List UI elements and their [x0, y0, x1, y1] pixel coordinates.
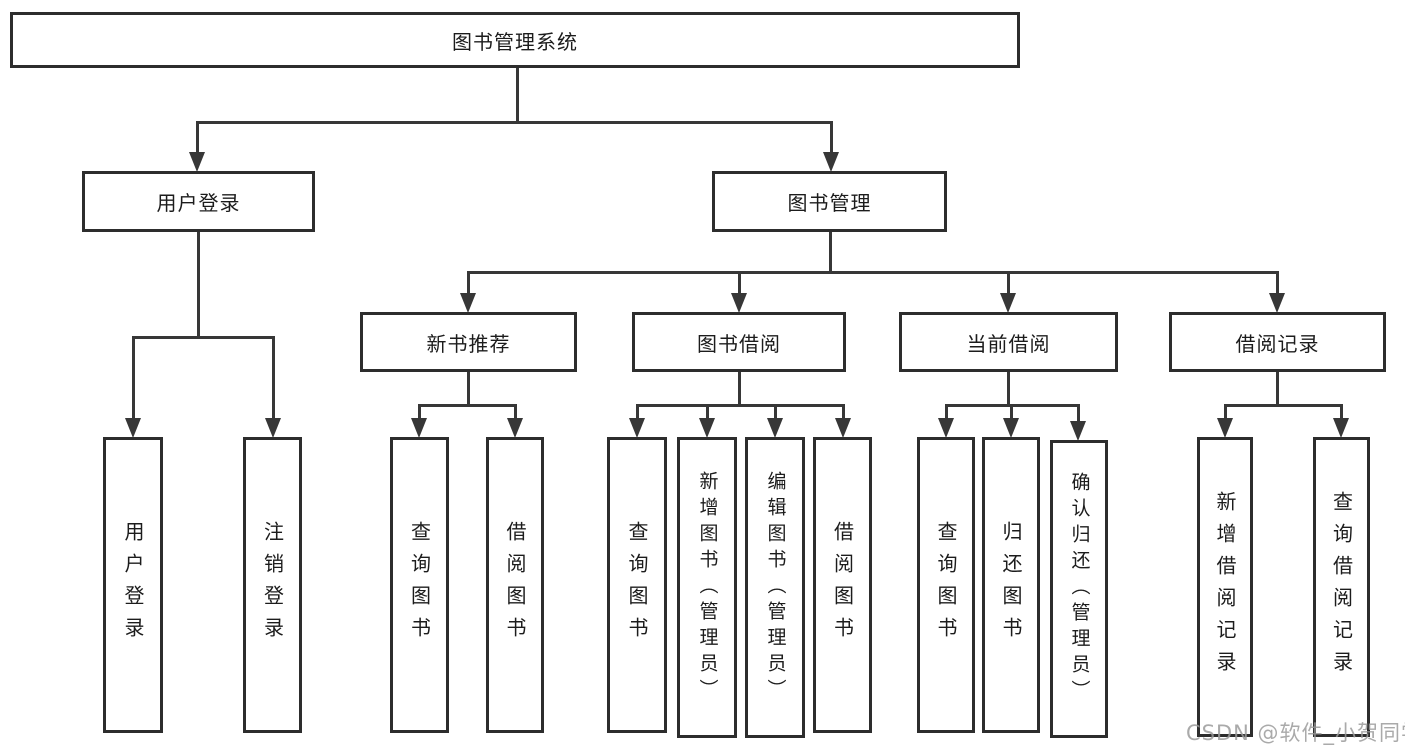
node-edit-book-admin-label: 编辑图书（管理员） [764, 470, 787, 705]
node-add-borrow-record: 新增借阅记录 [1197, 437, 1253, 737]
node-add-book-admin: 新增图书（管理员） [677, 437, 737, 738]
connector-user-login-hline [132, 336, 274, 339]
arrowhead-icon [699, 418, 715, 438]
node-add-book-admin-label: 新增图书（管理员） [696, 470, 719, 705]
arrowhead-user-login-icon [189, 152, 205, 172]
node-confirm-return-admin: 确认归还（管理员） [1050, 440, 1108, 738]
watermark: CSDN @软件_小贺同学 [1186, 721, 1405, 745]
arrowhead-borrow-records-icon [1269, 293, 1285, 313]
node-add-borrow-record-label: 新增借阅记录 [1213, 491, 1237, 683]
arrowhead-icon [767, 418, 783, 438]
node-user-login-leaf: 用户登录 [103, 437, 163, 733]
connector-leaf-line [842, 404, 845, 420]
connector-leaf-line [774, 404, 777, 420]
node-user-login-label: 用户登录 [156, 191, 241, 215]
node-query-books-current: 查询图书 [917, 437, 975, 733]
connector-leaf-line [706, 404, 709, 420]
node-new-book-recommend-label: 新书推荐 [426, 331, 511, 356]
node-book-borrow-label: 图书借阅 [697, 331, 781, 356]
node-user-login: 用户登录 [82, 171, 315, 232]
node-library-system-label: 图书管理系统 [452, 29, 578, 54]
node-query-books-recommend: 查询图书 [390, 437, 449, 733]
arrowhead-new-book-icon [460, 293, 476, 313]
connector-borrow-records-hline [1224, 404, 1343, 407]
node-new-book-recommend: 新书推荐 [360, 312, 577, 372]
node-return-book-label: 归还图书 [999, 521, 1023, 649]
node-query-borrow-record: 查询借阅记录 [1313, 437, 1370, 737]
arrowhead-current-borrow-icon [1000, 293, 1016, 313]
node-borrow-books-leaf: 借阅图书 [813, 437, 872, 733]
connector-leaf-line [1340, 404, 1343, 420]
connector-leaf-line [1077, 404, 1080, 423]
connector-book-mgmt-stub [829, 230, 832, 274]
arrowhead-icon [629, 418, 645, 438]
connector-to-logout-leaf [272, 336, 275, 421]
connector-new-book-stub [467, 370, 470, 407]
connector-to-user-login [196, 121, 199, 155]
node-logout-leaf-label: 注销登录 [260, 521, 285, 649]
connector-leaf-line [1224, 404, 1227, 420]
node-user-login-leaf-label: 用户登录 [121, 521, 145, 649]
connector-leaf-line [418, 404, 421, 420]
connector-leaf-line [636, 404, 639, 420]
arrowhead-logout-leaf-icon [265, 418, 281, 438]
node-current-borrow-label: 当前借阅 [966, 331, 1051, 356]
connector-to-login-leaf [132, 336, 135, 421]
arrowhead-icon [835, 418, 851, 438]
connector-current-borrow-stub [1007, 370, 1010, 407]
arrowhead-book-borrow-icon [731, 293, 747, 313]
node-query-books-borrow-label: 查询图书 [625, 521, 649, 649]
node-logout-leaf: 注销登录 [243, 437, 302, 733]
arrowhead-icon [1003, 418, 1019, 438]
node-book-management: 图书管理 [712, 171, 947, 232]
node-book-borrow: 图书借阅 [632, 312, 846, 372]
connector-root-stub [516, 66, 519, 123]
node-query-books-current-label: 查询图书 [934, 521, 958, 649]
connector-book-borrow-stub [738, 370, 741, 407]
arrowhead-book-management-icon [823, 152, 839, 172]
connector-user-login-stub [197, 230, 200, 338]
connector-to-borrow-records [1276, 271, 1279, 296]
node-book-management-label: 图书管理 [787, 191, 872, 215]
node-return-book: 归还图书 [982, 437, 1040, 733]
node-borrow-books-recommend: 借阅图书 [486, 437, 544, 733]
arrowhead-icon [1217, 418, 1233, 438]
connector-book-mgmt-hline [467, 271, 1279, 274]
arrowhead-icon [1333, 418, 1349, 438]
connector-borrow-records-stub [1276, 370, 1279, 407]
connector-new-book-hline [418, 404, 517, 407]
arrowhead-icon [507, 418, 523, 438]
connector-leaf-line [945, 404, 948, 420]
node-current-borrow: 当前借阅 [899, 312, 1118, 372]
connector-leaf-line [1010, 404, 1013, 420]
node-borrow-books-leaf-label: 借阅图书 [830, 521, 855, 649]
node-borrow-books-recommend-label: 借阅图书 [503, 521, 527, 649]
node-query-books-recommend-label: 查询图书 [407, 521, 432, 649]
connector-book-borrow-hline [636, 404, 845, 407]
node-borrow-records: 借阅记录 [1169, 312, 1386, 372]
node-borrow-records-label: 借阅记录 [1235, 331, 1320, 356]
connector-to-new-book [467, 271, 470, 296]
node-edit-book-admin: 编辑图书（管理员） [745, 437, 805, 738]
connector-to-book-management [830, 121, 833, 155]
connector-leaf-line [514, 404, 517, 420]
arrowhead-login-leaf-icon [125, 418, 141, 438]
connector-to-current-borrow [1007, 271, 1010, 296]
node-confirm-return-admin-label: 确认归还（管理员） [1068, 472, 1091, 706]
node-query-borrow-record-label: 查询借阅记录 [1329, 491, 1354, 683]
connector-root-hline [196, 121, 833, 124]
node-library-system: 图书管理系统 [10, 12, 1020, 68]
arrowhead-icon [1070, 421, 1086, 441]
arrowhead-icon [938, 418, 954, 438]
node-query-books-borrow: 查询图书 [607, 437, 667, 733]
arrowhead-icon [411, 418, 427, 438]
connector-to-book-borrow [738, 271, 741, 296]
